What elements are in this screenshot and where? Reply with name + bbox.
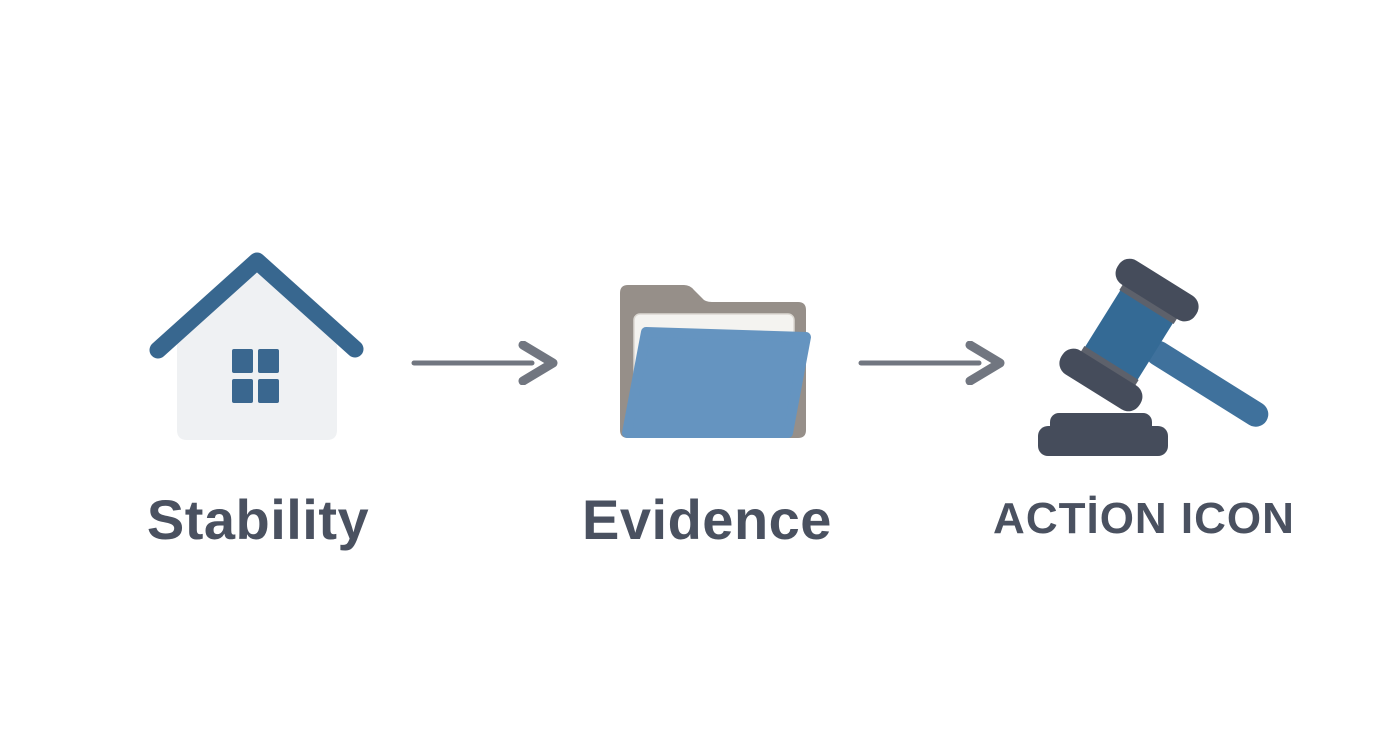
step-evidence: Evidence: [582, 278, 831, 548]
step-label-action: ACTİON ICON: [993, 494, 1295, 543]
gavel-icon: [1038, 258, 1269, 456]
house-window-pane: [232, 379, 253, 403]
house-roof-shape: [149, 252, 364, 359]
gavel-cap-shape: [1059, 348, 1143, 412]
step-action: ACTİON ICON: [993, 250, 1294, 541]
house-window-pane: [258, 349, 279, 373]
folder-front-shape: [622, 327, 811, 438]
house-window-pane: [232, 349, 253, 373]
arrow-right-icon: [858, 341, 1005, 385]
gavel-cap-shape: [1115, 258, 1199, 322]
folder-icon: [620, 285, 811, 438]
gavel-handle-shape: [1145, 340, 1269, 427]
arrow-right-icon: [411, 341, 558, 385]
house-window-pane: [258, 379, 279, 403]
house-body-shape: [177, 264, 337, 440]
step-stability: Stability: [145, 245, 369, 548]
step-label-evidence: Evidence: [582, 488, 832, 551]
house-icon: [149, 252, 364, 440]
step-label-stability: Stability: [146, 488, 370, 551]
gavel-base-bottom-shape: [1038, 426, 1168, 456]
